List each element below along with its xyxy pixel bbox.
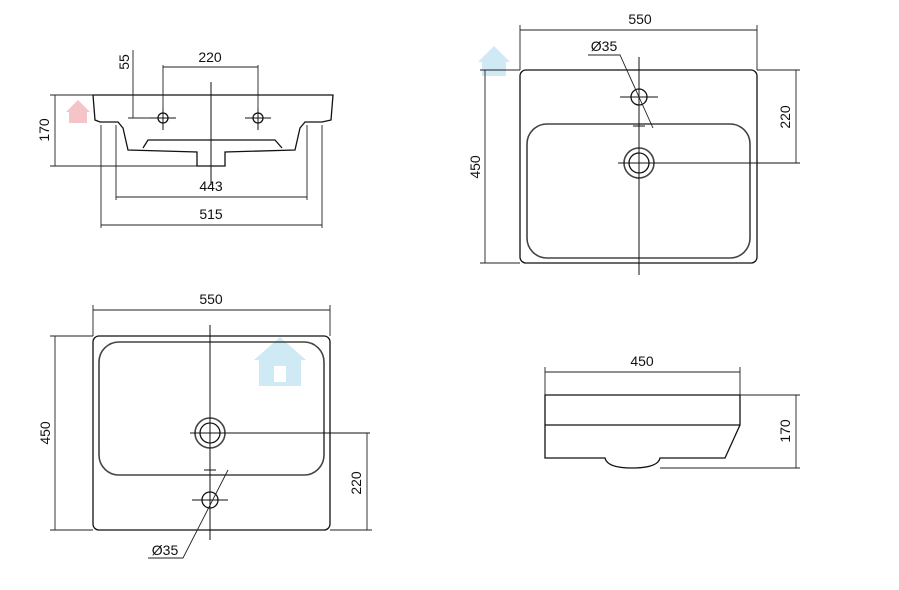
dim-outer-width: 515 (199, 206, 223, 222)
dim-height: 170 (36, 118, 52, 142)
dim-height: 170 (777, 419, 793, 443)
house-watermark-icon (478, 46, 510, 76)
hole-diameter-label: Ø35 (591, 38, 618, 54)
house-watermark-icon (254, 337, 306, 386)
side-view: 450 170 (544, 353, 800, 469)
dim-hole-to-drain: 220 (777, 105, 793, 129)
dim-depth: 450 (630, 353, 654, 369)
dim-depth: 450 (467, 155, 483, 179)
dim-drain-to-edge: 220 (348, 471, 364, 495)
top-view-upper: 550 Ø35 450 220 (467, 11, 800, 275)
house-watermark-icon (66, 100, 90, 123)
dim-depth: 450 (37, 421, 53, 445)
dim-width: 550 (628, 11, 652, 27)
hole-diameter-label: Ø35 (152, 542, 179, 558)
dim-width: 550 (199, 291, 223, 307)
top-view-lower: 550 450 220 Ø35 (37, 291, 372, 559)
front-view: 220 55 170 443 515 (36, 49, 334, 228)
dim-inner-width: 443 (199, 178, 223, 194)
dim-hole-spacing: 220 (198, 49, 222, 65)
dim-top-offset: 55 (116, 54, 132, 70)
